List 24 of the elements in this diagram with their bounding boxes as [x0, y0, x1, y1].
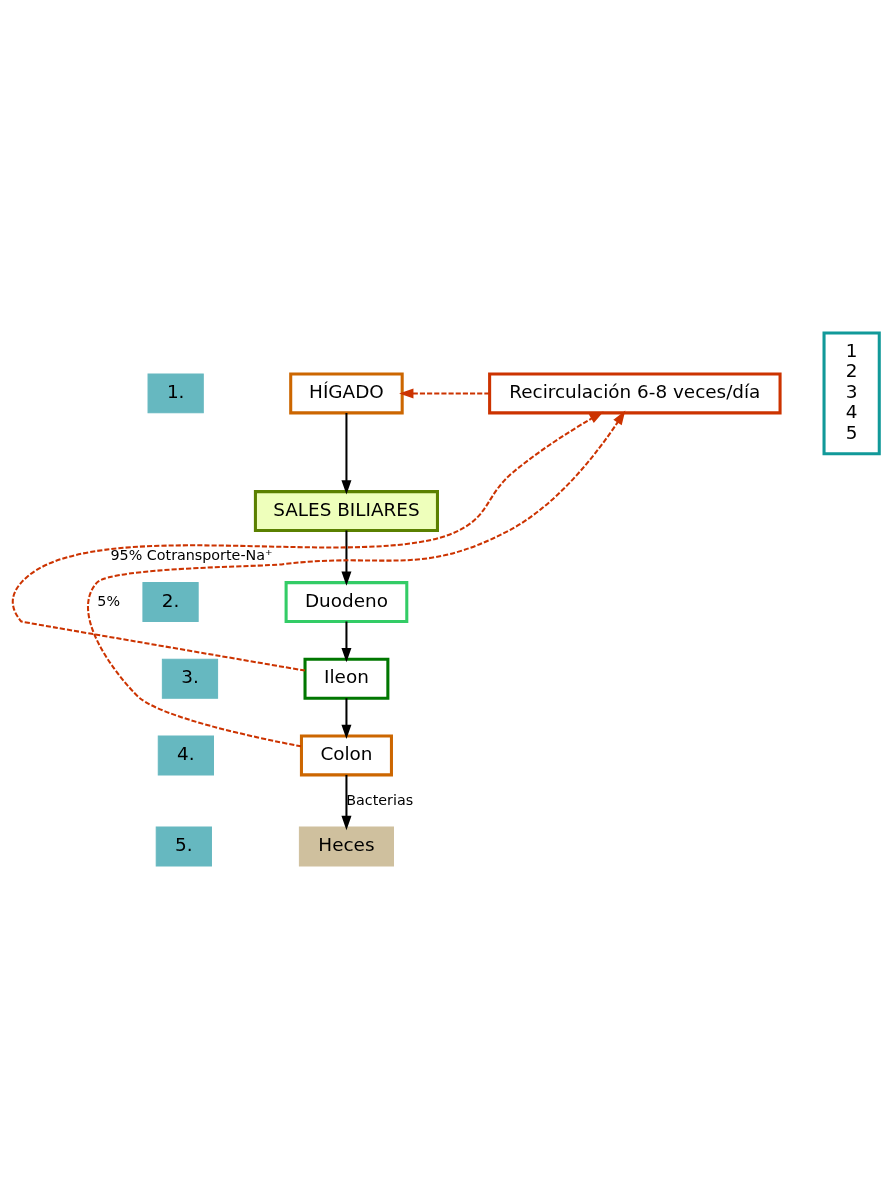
node-box: SALES BILIARES — [253, 490, 439, 532]
arrow — [87, 410, 626, 748]
edge-label: 95% Cotransporte-Na⁺ — [110, 547, 273, 564]
node-box: 4. — [157, 735, 214, 776]
node-box: 1 2 3 4 5 — [822, 331, 881, 456]
arrow — [341, 621, 352, 663]
node-box: Recirculación 6-8 veces/día — [488, 372, 782, 415]
node-box: 1. — [147, 373, 204, 414]
node-box: 2. — [142, 582, 199, 622]
node-box: 3. — [161, 658, 219, 699]
arrow — [341, 698, 352, 740]
node-box: Colon — [299, 734, 393, 777]
arrow — [341, 413, 352, 495]
arrow — [341, 530, 352, 586]
node-box: Ileon — [303, 657, 390, 700]
node-box: 5. — [155, 826, 212, 867]
arrow — [11, 411, 604, 672]
edge-label: 5% — [97, 592, 121, 609]
node-box: Heces — [298, 826, 394, 867]
edge-label: Bacterias — [346, 791, 414, 808]
arrow — [341, 774, 352, 831]
node-box: Duodeno — [284, 581, 409, 624]
node-box: HÍGADO — [289, 372, 404, 415]
arrow — [399, 388, 490, 399]
